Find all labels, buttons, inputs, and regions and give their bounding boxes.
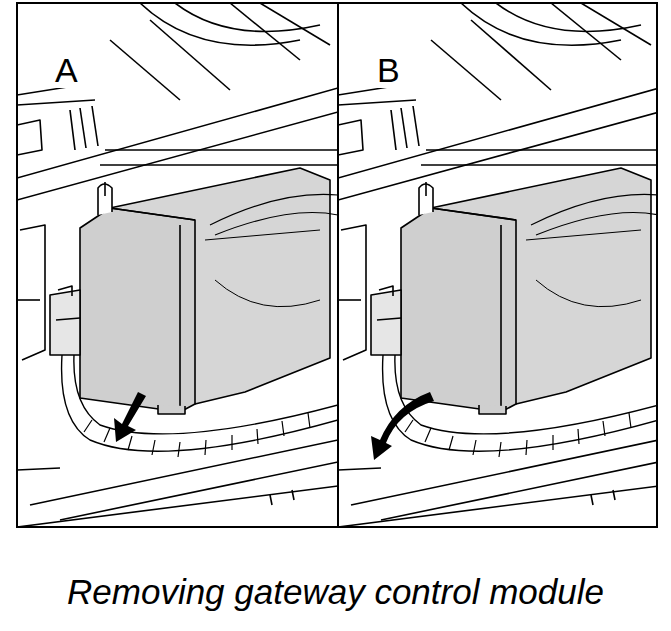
panel-divider [337, 3, 339, 527]
panel-b-drawing [338, 3, 657, 527]
push-arrow [114, 392, 146, 442]
panel-a-drawing [17, 3, 338, 527]
figure-caption: Removing gateway control module [67, 573, 604, 612]
panel-letter: B [374, 52, 403, 88]
swing-arrow [371, 392, 434, 460]
frame [17, 3, 657, 527]
panel-letter: A [52, 52, 81, 88]
